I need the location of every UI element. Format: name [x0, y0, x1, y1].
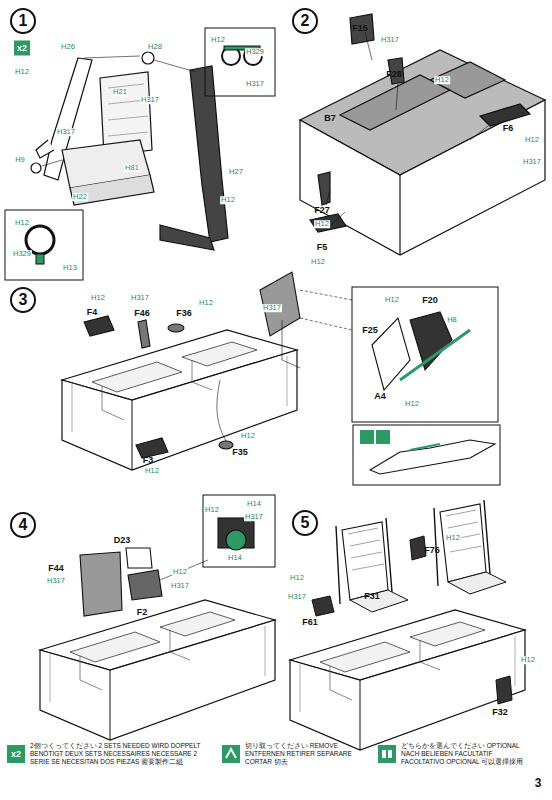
- part-number: F25: [362, 326, 378, 335]
- paint-code: H12: [172, 568, 188, 576]
- part-number: F32: [492, 708, 508, 717]
- part-number: F36: [176, 309, 192, 318]
- legend-text: 2個つくってください 2 SETS NEEDED WIRD DOPPELT BE…: [30, 742, 215, 766]
- paint-code: H317: [522, 158, 542, 166]
- paint-code: H14: [246, 500, 262, 508]
- part-number: F46: [134, 309, 150, 318]
- part-number: A4: [374, 392, 386, 401]
- part-number: F6: [503, 124, 514, 133]
- paint-code: H14: [227, 554, 243, 562]
- seat-parts-step1: [31, 52, 228, 250]
- step-label: 5: [301, 514, 310, 532]
- paint-code: H317: [262, 304, 282, 312]
- paint-code: H12: [204, 506, 220, 514]
- step-label: 4: [19, 516, 28, 534]
- step-label: 3: [19, 291, 28, 309]
- paint-code: H26: [60, 43, 76, 51]
- paint-code: H13: [62, 264, 78, 272]
- part-number: B7: [324, 114, 336, 123]
- paint-code: H12: [384, 296, 400, 304]
- paint-code: H12: [198, 299, 214, 307]
- optional-symbol: [382, 750, 392, 758]
- part-number: F61: [302, 618, 318, 627]
- legend-text: 切り取ってください REMOVE ENTFERNEN RETIRER SEPAR…: [245, 742, 375, 766]
- paint-code: H317: [130, 294, 150, 302]
- paint-code: H12: [314, 220, 330, 228]
- part-number: F76: [424, 546, 440, 555]
- paint-code: H12: [434, 76, 450, 84]
- paint-code: H12: [210, 36, 226, 44]
- paint-code: H12: [310, 258, 326, 266]
- part-number: D23: [114, 536, 131, 545]
- paint-code: H12: [524, 136, 540, 144]
- paint-code: H12: [289, 574, 305, 582]
- legend-icon: [222, 745, 240, 763]
- part-number: F20: [422, 296, 438, 305]
- paint-code: H28: [147, 43, 163, 51]
- paint-code: H317: [46, 577, 66, 585]
- step-number: 3: [10, 287, 36, 313]
- paint-code: H12: [14, 68, 30, 76]
- step5-parts: [312, 500, 512, 704]
- part-number: F28: [386, 70, 402, 79]
- paint-code: H12: [445, 534, 461, 542]
- paint-code: H12: [144, 467, 160, 475]
- part-number: F4: [87, 308, 98, 317]
- paint-code: H81: [124, 164, 140, 172]
- legend-icon: [7, 745, 25, 763]
- part-number: F5: [317, 243, 328, 252]
- part-number: F44: [48, 564, 64, 573]
- step2-tub: [300, 14, 545, 255]
- paint-code: H317: [245, 80, 265, 88]
- paint-code: H317: [287, 593, 307, 601]
- paint-code: H12: [220, 196, 236, 204]
- step-label: 1: [19, 12, 28, 30]
- paint-code: H12: [90, 294, 106, 302]
- part-number: F31: [364, 592, 380, 601]
- paint-code: H317: [170, 582, 190, 590]
- quantity-mark: x2: [8, 747, 24, 762]
- paint-code: H317: [244, 513, 264, 521]
- part-number: F27: [314, 206, 330, 215]
- legend-icon: [378, 745, 396, 763]
- quantity-mark: x2: [14, 41, 30, 56]
- paint-code: H317: [140, 96, 160, 104]
- paint-code: H8: [446, 316, 458, 324]
- step-label: 2: [301, 12, 310, 30]
- step-number: 4: [10, 512, 36, 538]
- part-number: F3: [143, 456, 154, 465]
- part-number: F2: [137, 608, 148, 617]
- paint-code: H12: [240, 432, 256, 440]
- paint-code: H22: [72, 193, 88, 201]
- paint-code: H317: [380, 36, 400, 44]
- step4-parts: [80, 518, 254, 616]
- paint-code: H329: [12, 250, 32, 258]
- paint-code: H9: [14, 156, 26, 164]
- step-number: 2: [292, 8, 318, 34]
- paint-code: H27: [228, 168, 244, 176]
- paint-code: H21: [112, 88, 128, 96]
- part-number: F15: [352, 24, 368, 33]
- paint-code: H12: [520, 656, 536, 664]
- step-number: 5: [292, 510, 318, 536]
- step-number: 1: [10, 8, 36, 34]
- paint-code: H329: [245, 48, 265, 56]
- paint-code: H317: [56, 128, 76, 136]
- part-number: F35: [232, 448, 248, 457]
- legend-text: どちらかを選んでください OPTIONAL NACH BELIEBEN FACU…: [401, 742, 536, 766]
- page-number: 3: [535, 777, 542, 789]
- step3-parts: [84, 272, 495, 474]
- paint-code: H12: [404, 400, 420, 408]
- remove-symbol: [226, 749, 236, 758]
- paint-code: H12: [14, 219, 30, 227]
